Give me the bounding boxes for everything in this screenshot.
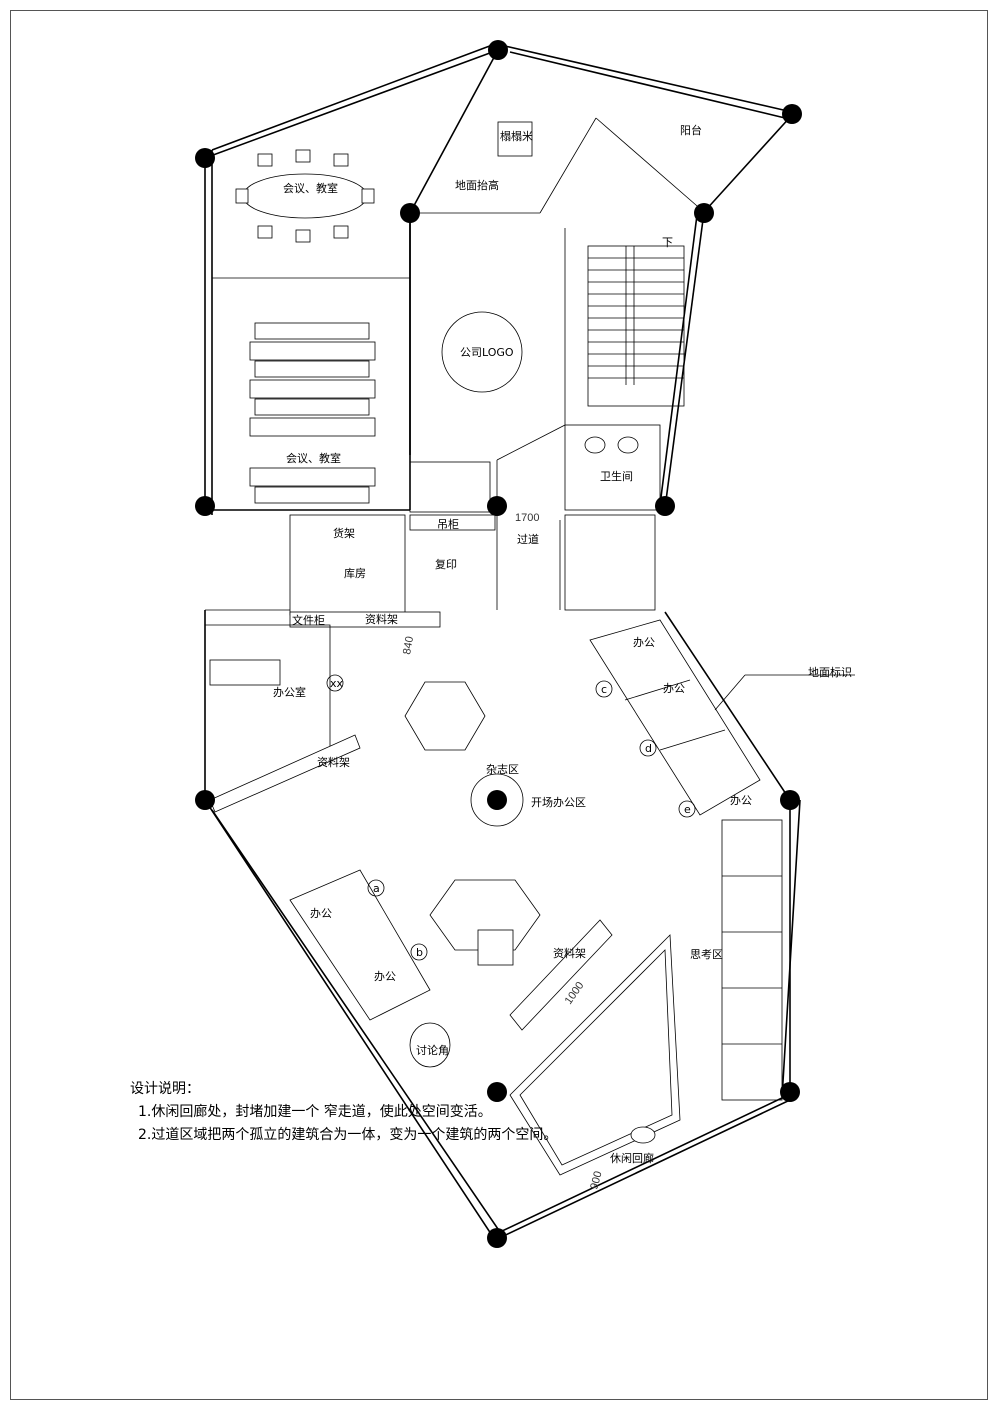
room-label-think: 思考区 [690, 948, 723, 961]
design-note-1: 1.休闲回廊处，封堵加建一个 窄走道，使此处空间变活。 [138, 1104, 492, 1120]
marker-xx: xx [330, 677, 344, 690]
room-label-office-a: 办公 [310, 907, 332, 920]
room-label-passage: 过道 [517, 532, 539, 546]
room-label-leisure: 休闲回廊 [610, 1151, 654, 1165]
structural-columns [195, 40, 802, 1248]
marker-d: d [645, 742, 652, 755]
dimension-1700: 1700 [515, 512, 539, 524]
room-label-discussion: 讨论角 [416, 1043, 449, 1057]
room-label-raised-floor: 地面抬高 [455, 178, 499, 192]
design-note-2: 2.过道区域把两个孤立的建筑合为一体，变为一个建筑的两个空间。 [138, 1127, 558, 1143]
room-label-meeting-top: 会议、教室 [283, 181, 338, 195]
room-label-copy: 复印 [435, 557, 457, 571]
room-label-office-room: 办公室 [273, 685, 306, 699]
room-label-shelf: 货架 [333, 526, 355, 540]
room-label-data-rack-center: 资料架 [553, 946, 586, 960]
room-label-office-b: 办公 [374, 970, 396, 983]
design-notes-title: 设计说明： [130, 1081, 200, 1097]
room-label-data-rack-top: 资料架 [365, 612, 398, 626]
room-label-hanging-cabinet: 吊柜 [437, 518, 459, 531]
room-label-meeting-main: 会议、教室 [286, 451, 341, 465]
label-floor-mark: 地面标识 [808, 665, 852, 679]
room-label-tatami: 榻榻米 [500, 129, 533, 143]
marker-c: c [601, 683, 607, 696]
stair-treads [588, 257, 684, 379]
marker-e: e [684, 803, 691, 816]
room-label-open-office: 开场办公区 [531, 795, 586, 809]
furniture [235, 121, 656, 1144]
design-notes: 设计说明： 1.休闲回廊处，封堵加建一个 窄走道，使此处空间变活。 2.过道区域… [130, 1078, 557, 1147]
marker-a: a [373, 882, 380, 895]
room-label-logo: 公司LOGO [460, 346, 514, 359]
room-label-storage: 库房 [344, 567, 366, 580]
dimension-900: 900 [588, 1170, 604, 1191]
room-label-data-rack-left: 资料架 [317, 755, 350, 769]
room-label-office-e: 办公 [730, 794, 752, 807]
marker-b: b [416, 946, 423, 959]
room-label-magazine: 杂志区 [486, 763, 519, 776]
room-label-office-d: 办公 [663, 682, 685, 695]
room-label-file-cabinet: 文件柜 [292, 613, 325, 627]
outer-walls [204, 43, 801, 1242]
stair-label-down: 下 [662, 236, 673, 249]
dimension-840: 840 [401, 635, 416, 655]
room-label-toilet: 卫生间 [600, 469, 633, 483]
room-label-office-c: 办公 [633, 636, 655, 649]
room-label-balcony: 阳台 [680, 123, 702, 137]
